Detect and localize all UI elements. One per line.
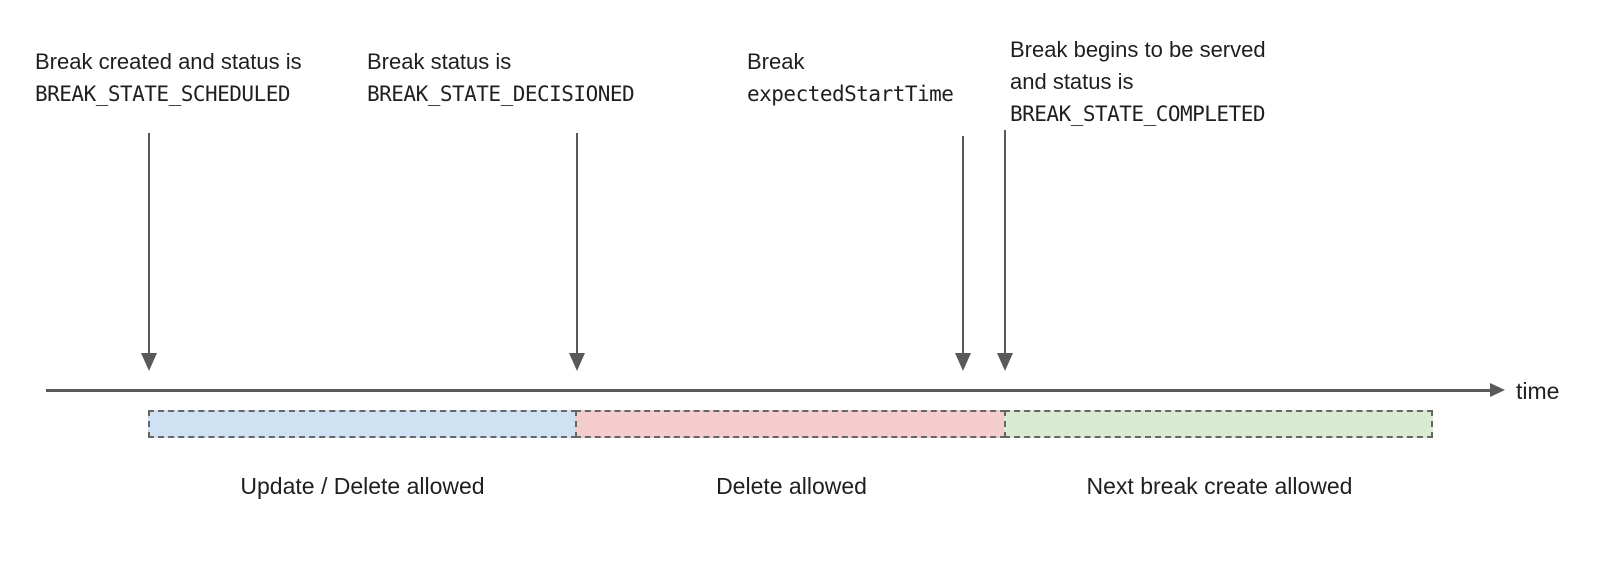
annotation-break-scheduled: Break created and status is BREAK_STATE_… (35, 46, 302, 110)
down-arrow-break-decisioned (569, 133, 585, 371)
annotation-text: Break created and status is (35, 49, 302, 74)
segment-label-next-break-create-allowed: Next break create allowed (1086, 473, 1353, 499)
arrow-shaft (962, 136, 964, 354)
arrow-head-icon (141, 353, 157, 371)
arrow-shaft (1004, 130, 1006, 354)
down-arrow-expected-start-time (955, 136, 971, 371)
segment-next-break-create-allowed (1004, 410, 1433, 438)
annotation-expected-start-time: Break expectedStartTime (747, 46, 954, 110)
time-axis-line (46, 389, 1492, 392)
annotation-text: Break (747, 49, 805, 74)
segment-label-delete-allowed: Delete allowed (716, 473, 867, 499)
arrow-head-icon (997, 353, 1013, 371)
down-arrow-break-completed (997, 130, 1013, 371)
annotation-text: Break status is (367, 49, 512, 74)
arrow-shaft (576, 133, 578, 354)
annotation-code: expectedStartTime (747, 82, 954, 106)
annotation-code: BREAK_STATE_DECISIONED (367, 82, 635, 106)
annotation-code: BREAK_STATE_SCHEDULED (35, 82, 291, 106)
annotation-break-completed: Break begins to be served and status is … (1010, 34, 1266, 130)
arrow-head-icon (569, 353, 585, 371)
arrow-shaft (148, 133, 150, 354)
annotation-text: and status is (1010, 69, 1134, 94)
down-arrow-break-created (141, 133, 157, 371)
segment-delete-allowed (575, 410, 1006, 438)
segment-label-update-delete-allowed: Update / Delete allowed (240, 473, 485, 499)
time-axis-arrowhead-icon (1490, 383, 1505, 397)
annotation-text: Break begins to be served (1010, 37, 1266, 62)
annotation-break-decisioned: Break status is BREAK_STATE_DECISIONED (367, 46, 635, 110)
time-axis-label: time (1516, 378, 1560, 404)
arrow-head-icon (955, 353, 971, 371)
segment-update-delete-allowed (148, 410, 577, 438)
annotation-code: BREAK_STATE_COMPLETED (1010, 102, 1266, 126)
